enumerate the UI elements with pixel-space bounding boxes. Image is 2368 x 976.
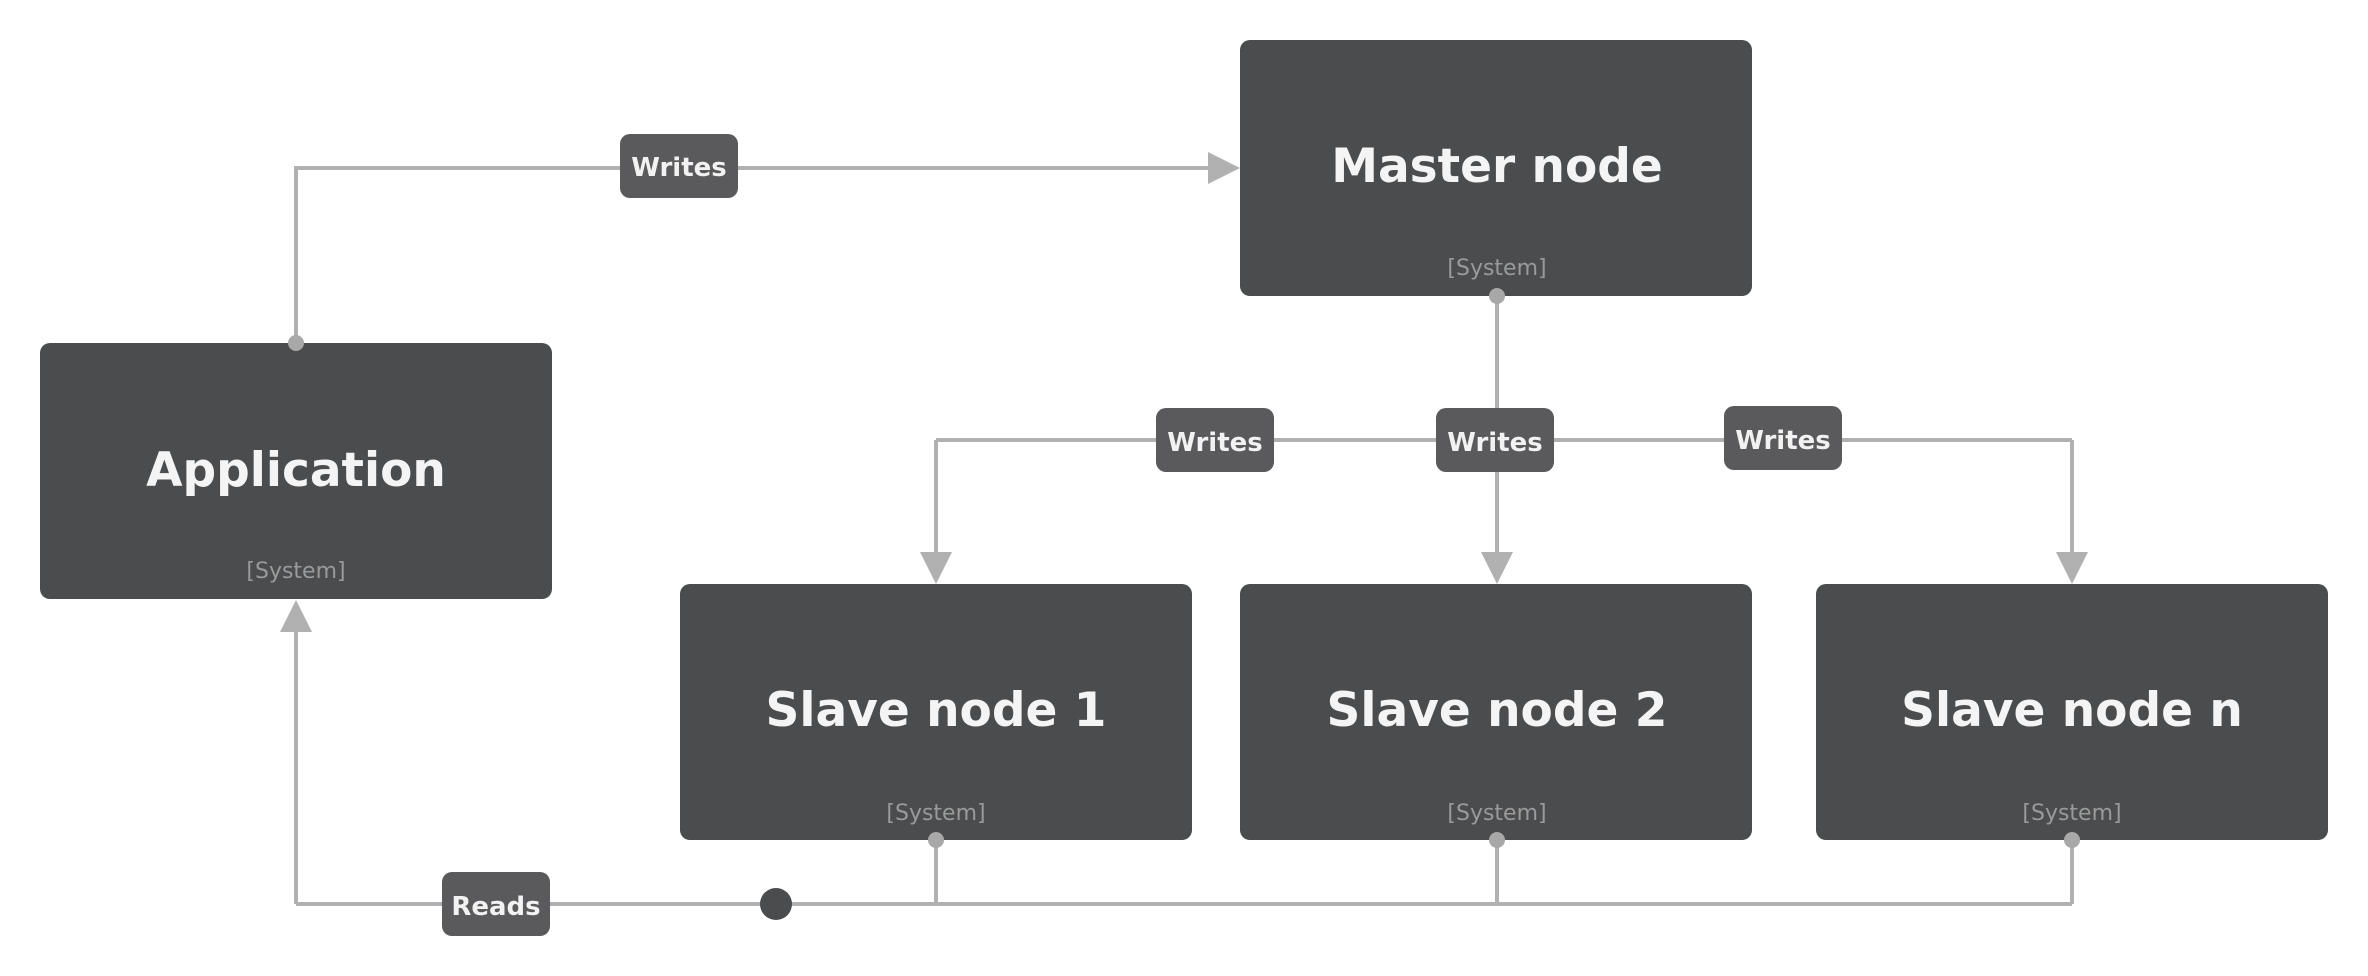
node-slave1[interactable]: Slave node 1 [System] xyxy=(680,584,1192,840)
edge-label-master-to-slave1[interactable]: Writes xyxy=(1156,408,1274,472)
arrowhead-master xyxy=(1208,152,1240,184)
node-application-type: [System] xyxy=(246,559,345,584)
arrowhead-slave2 xyxy=(1481,552,1513,584)
edge-label-master-to-slaven-text: Writes xyxy=(1735,426,1831,456)
node-master-type: [System] xyxy=(1447,256,1546,281)
node-slaven[interactable]: Slave node n [System] xyxy=(1816,584,2328,840)
edge-app-to-master xyxy=(294,166,1212,343)
dot-slave2-bottom xyxy=(1489,832,1505,848)
edge-label-reads[interactable]: Reads xyxy=(442,872,550,936)
dot-master-bottom xyxy=(1489,288,1505,304)
node-slave2[interactable]: Slave node 2 [System] xyxy=(1240,584,1752,840)
dot-slaven-bottom xyxy=(2064,832,2080,848)
node-application[interactable]: Application [System] xyxy=(40,343,552,599)
node-slaven-title: Slave node n xyxy=(1901,683,2243,738)
arrowhead-slaven xyxy=(2056,552,2088,584)
node-master[interactable]: Master node [System] xyxy=(1240,40,1752,296)
handle-dot[interactable] xyxy=(760,888,792,920)
edge-label-app-to-master-text: Writes xyxy=(631,153,727,183)
edge-label-master-to-slave2-text: Writes xyxy=(1447,428,1543,458)
node-slave2-title: Slave node 2 xyxy=(1327,683,1668,738)
edges xyxy=(280,152,2088,906)
arrowhead-slave1 xyxy=(920,552,952,584)
dot-application-top xyxy=(288,335,304,351)
edge-label-master-to-slave1-text: Writes xyxy=(1167,428,1263,458)
edge-label-reads-text: Reads xyxy=(451,892,540,922)
node-master-title: Master node xyxy=(1331,139,1663,194)
node-application-title: Application xyxy=(146,443,446,498)
node-slave1-title: Slave node 1 xyxy=(766,683,1107,738)
node-slave2-type: [System] xyxy=(1447,801,1546,826)
connection-dots xyxy=(288,288,2080,920)
edge-label-master-to-slaven[interactable]: Writes xyxy=(1724,406,1842,470)
node-slave1-type: [System] xyxy=(886,801,985,826)
node-slaven-type: [System] xyxy=(2022,801,2121,826)
edge-label-app-to-master[interactable]: Writes xyxy=(620,134,738,198)
arrowhead-application xyxy=(280,600,312,632)
edge-label-master-to-slave2[interactable]: Writes xyxy=(1436,408,1554,472)
dot-slave1-bottom xyxy=(928,832,944,848)
